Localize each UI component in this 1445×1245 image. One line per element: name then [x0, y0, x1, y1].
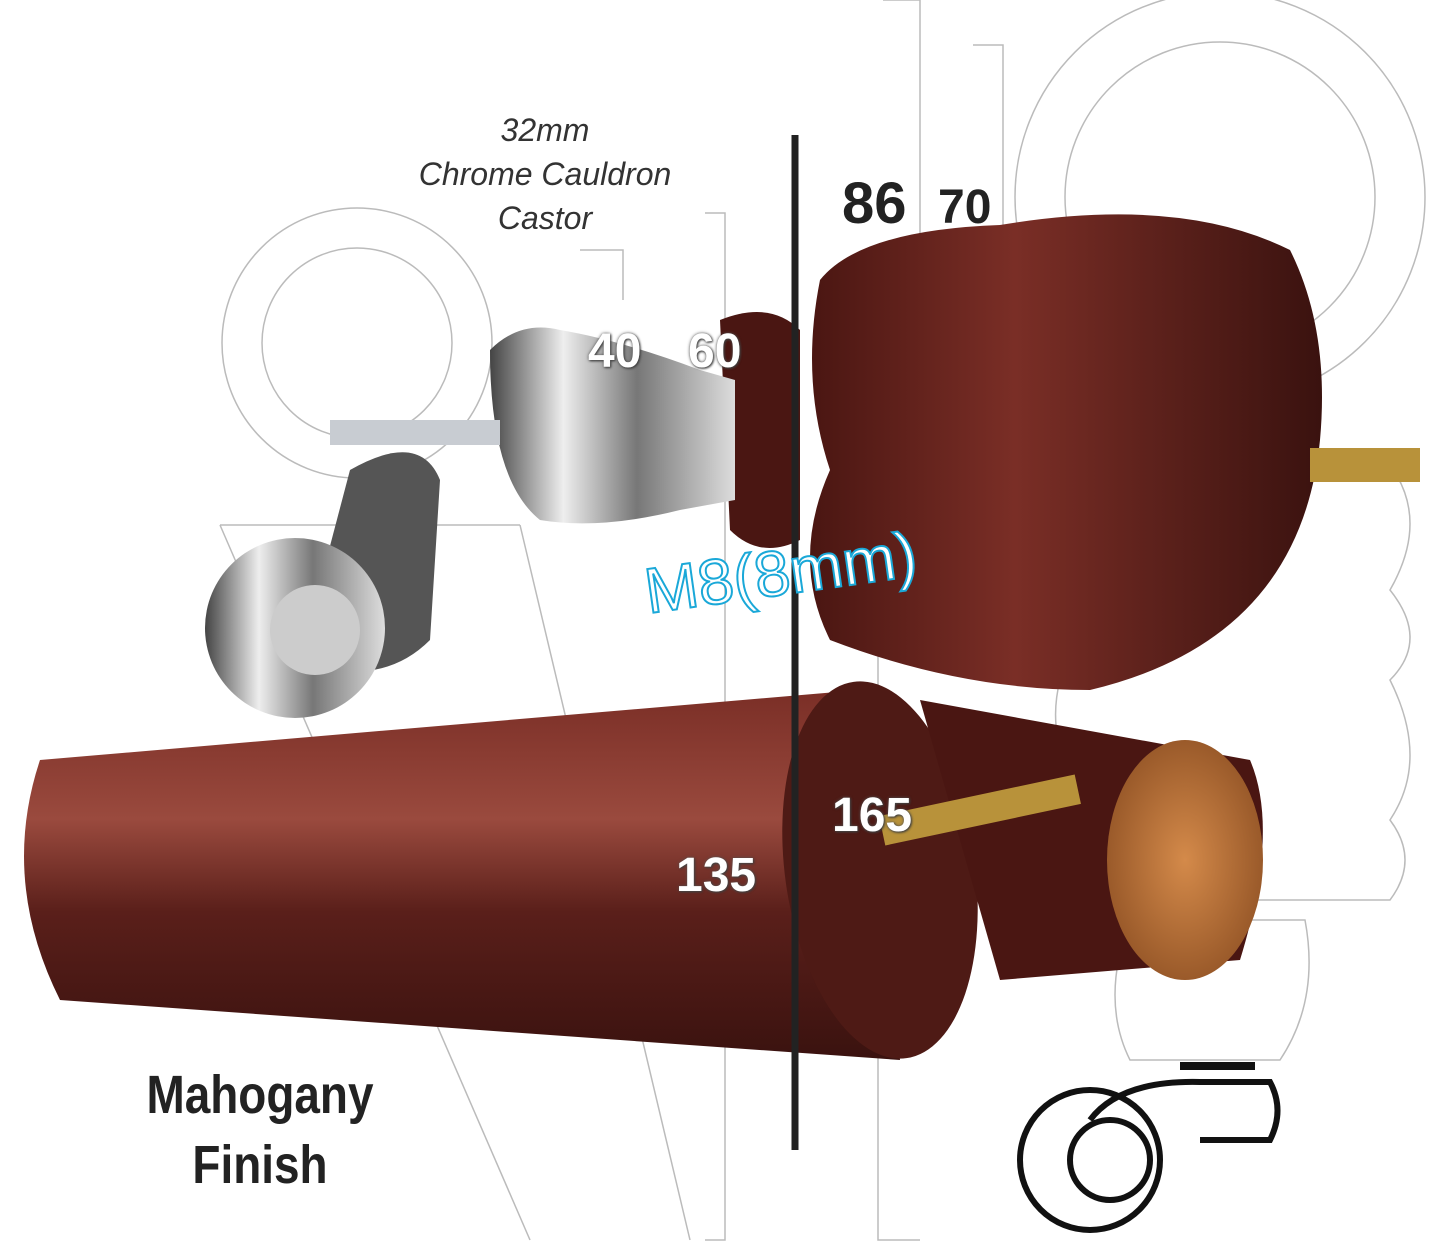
castor-name-label: Chrome Cauldron	[418, 156, 672, 192]
castor-type-label: Castor	[497, 200, 593, 236]
tapered-leg	[24, 681, 978, 1060]
castor-size-label: 32mm	[500, 112, 590, 148]
finish-line-1: Mahogany	[146, 1065, 374, 1125]
finish-label: Mahogany Finish	[133, 1060, 388, 1200]
dimension-60: 60	[688, 325, 742, 378]
dimension-40: 40	[588, 325, 642, 378]
dimension-165: 165	[832, 789, 913, 842]
bun-leg	[810, 214, 1420, 980]
dimension-135: 135	[676, 849, 757, 902]
castor	[205, 312, 800, 718]
dimension-86: 86	[842, 171, 907, 236]
dimension-70: 70	[938, 181, 992, 234]
castor-diagram-icon	[1017, 1062, 1281, 1233]
finish-line-2: Finish	[192, 1135, 328, 1195]
